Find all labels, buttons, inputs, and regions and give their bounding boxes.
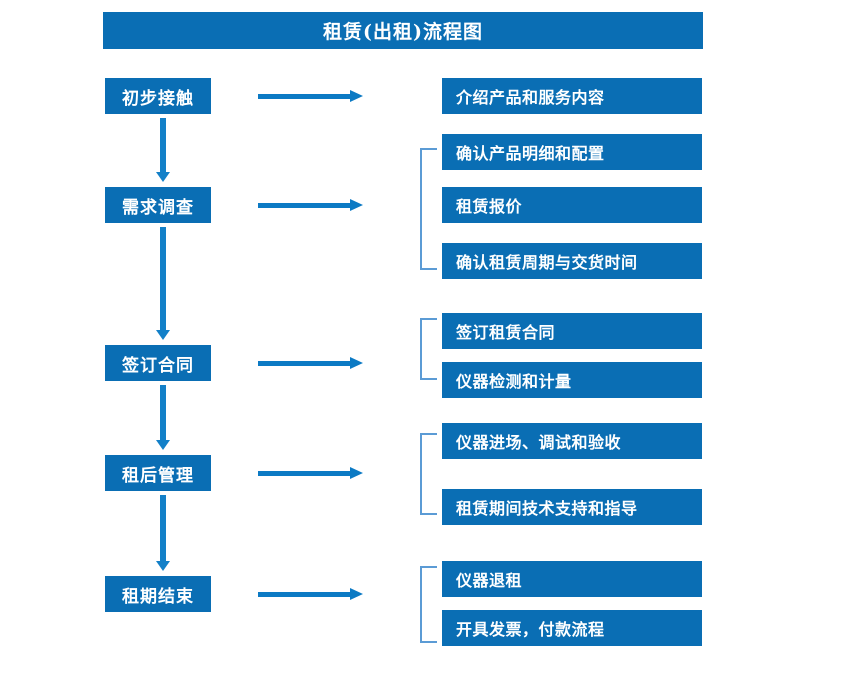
stage-box-sign-contract[interactable]: 签订合同 [105,345,211,381]
vertical-arrow-icon-2 [156,227,170,342]
vertical-arrow-icon-1 [156,118,170,184]
vertical-arrow-icon-3 [156,385,170,452]
flowchart-title: 租赁(出租)流程图 [103,12,703,49]
detail-box-confirm-period[interactable]: 确认租赁周期与交货时间 [442,243,702,279]
group-bracket-sign-contract [420,318,437,380]
detail-box-sign-rental-contract[interactable]: 签订租赁合同 [442,313,702,349]
stage-box-initial-contact[interactable]: 初步接触 [105,78,211,114]
detail-box-technical-support[interactable]: 租赁期间技术支持和指导 [442,489,702,525]
group-bracket-needs-survey [420,148,437,270]
detail-box-confirm-product-specs[interactable]: 确认产品明细和配置 [442,134,702,170]
detail-box-rental-quotation[interactable]: 租赁报价 [442,187,702,223]
detail-box-instrument-testing[interactable]: 仪器检测和计量 [442,362,702,398]
detail-box-instrument-return[interactable]: 仪器退租 [442,561,702,597]
group-bracket-lease-end [420,566,437,643]
vertical-arrow-icon-4 [156,495,170,573]
detail-box-introduce-products[interactable]: 介绍产品和服务内容 [442,78,702,114]
horizontal-arrow-icon-1 [258,90,364,102]
horizontal-arrow-icon-5 [258,588,364,600]
horizontal-arrow-icon-2 [258,199,364,211]
stage-box-needs-survey[interactable]: 需求调查 [105,187,211,223]
detail-box-invoice-payment[interactable]: 开具发票，付款流程 [442,610,702,646]
horizontal-arrow-icon-4 [258,467,364,479]
stage-box-lease-end[interactable]: 租期结束 [105,576,211,612]
group-bracket-post-rental [420,433,437,515]
stage-box-post-rental-mgmt[interactable]: 租后管理 [105,455,211,491]
detail-box-instrument-entry[interactable]: 仪器进场、调试和验收 [442,423,702,459]
horizontal-arrow-icon-3 [258,357,364,369]
